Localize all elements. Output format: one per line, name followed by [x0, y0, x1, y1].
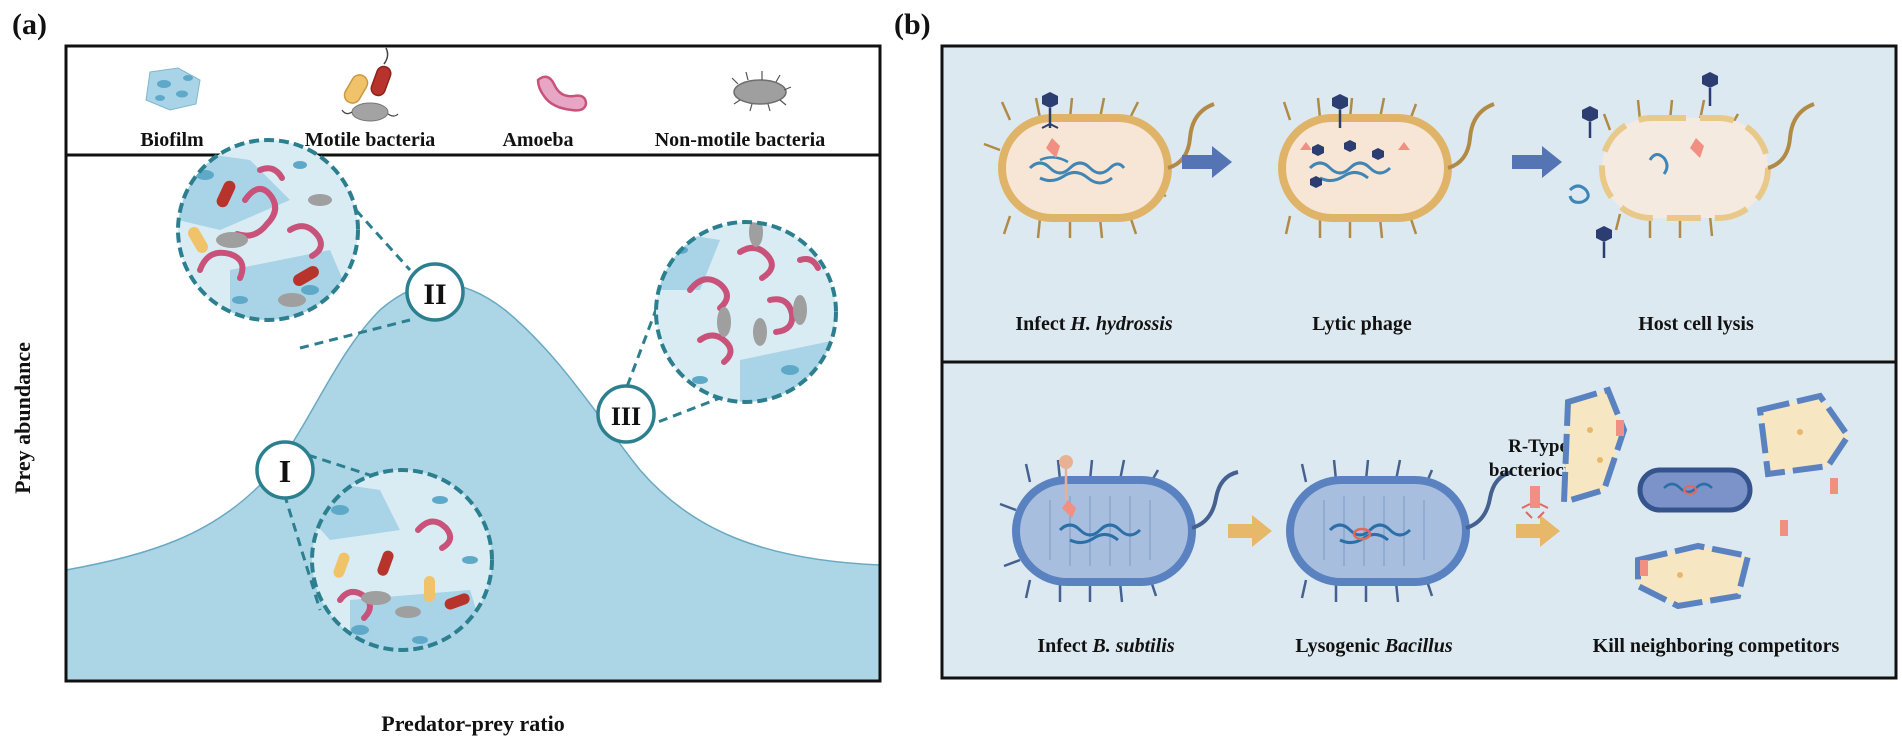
panel-a: (a) Biofilm Motile bacteria Amoeba	[10, 8, 882, 736]
arrow-blue-1	[1182, 146, 1232, 178]
legend-motile-label: Motile bacteria	[305, 129, 436, 151]
lysogenic-bacillus-cell	[1286, 459, 1513, 603]
killed-competitors	[1560, 386, 1852, 610]
panel-b-label: (b)	[894, 8, 931, 41]
stage-label-1: I	[279, 453, 291, 489]
y-axis-label: Prey abundance	[10, 342, 35, 494]
step-infect-h-hydrossis: Infect H. hydrossis	[1015, 313, 1172, 335]
r-type-label-line1: R-Type	[1508, 436, 1568, 457]
step-host-cell-lysis: Host cell lysis	[1638, 313, 1754, 335]
host-cell-orange-1	[983, 92, 1215, 239]
arrow-orange-2	[1516, 515, 1560, 547]
host-cell-orange-2	[1278, 94, 1495, 239]
non-motile-bacteria-icon	[731, 71, 792, 112]
biofilm-icon	[145, 67, 201, 111]
step-infect-b-subtilis: Infect B. subtilis	[1037, 635, 1174, 657]
legend-non-motile-label: Non-motile bacteria	[655, 129, 826, 151]
stage-label-3: III	[611, 402, 641, 431]
zoom-circle-stage-2	[176, 138, 360, 322]
zoom-circle-stage-1	[310, 468, 494, 652]
bacteriocin-icon	[1521, 486, 1549, 519]
panel-a-label: (a)	[12, 8, 47, 41]
stage-label-2: II	[423, 278, 446, 311]
arrow-blue-2	[1512, 146, 1562, 178]
stage-marker-2: II	[405, 262, 465, 322]
panel-b: (b)	[894, 8, 1898, 680]
stage-marker-1: I	[255, 440, 315, 500]
legend-amoeba-label: Amoeba	[502, 129, 573, 151]
step-lytic-phage: Lytic phage	[1312, 313, 1412, 335]
step-lysogenic-bacillus: Lysogenic Bacillus	[1295, 635, 1452, 657]
amoeba-icon	[536, 75, 588, 112]
stage-marker-3: III	[596, 384, 656, 444]
prey-abundance-curve	[66, 283, 880, 681]
legend-biofilm-label: Biofilm	[140, 129, 204, 151]
arrow-orange-1	[1228, 515, 1272, 547]
x-axis-label: Predator-prey ratio	[381, 711, 564, 736]
bacillus-cell-1	[999, 455, 1239, 603]
lysed-host-cell	[1568, 72, 1815, 258]
step-kill-competitors: Kill neighboring competitors	[1593, 635, 1840, 657]
motile-bacteria-icon	[341, 47, 399, 122]
phage-icon	[1041, 92, 1059, 129]
